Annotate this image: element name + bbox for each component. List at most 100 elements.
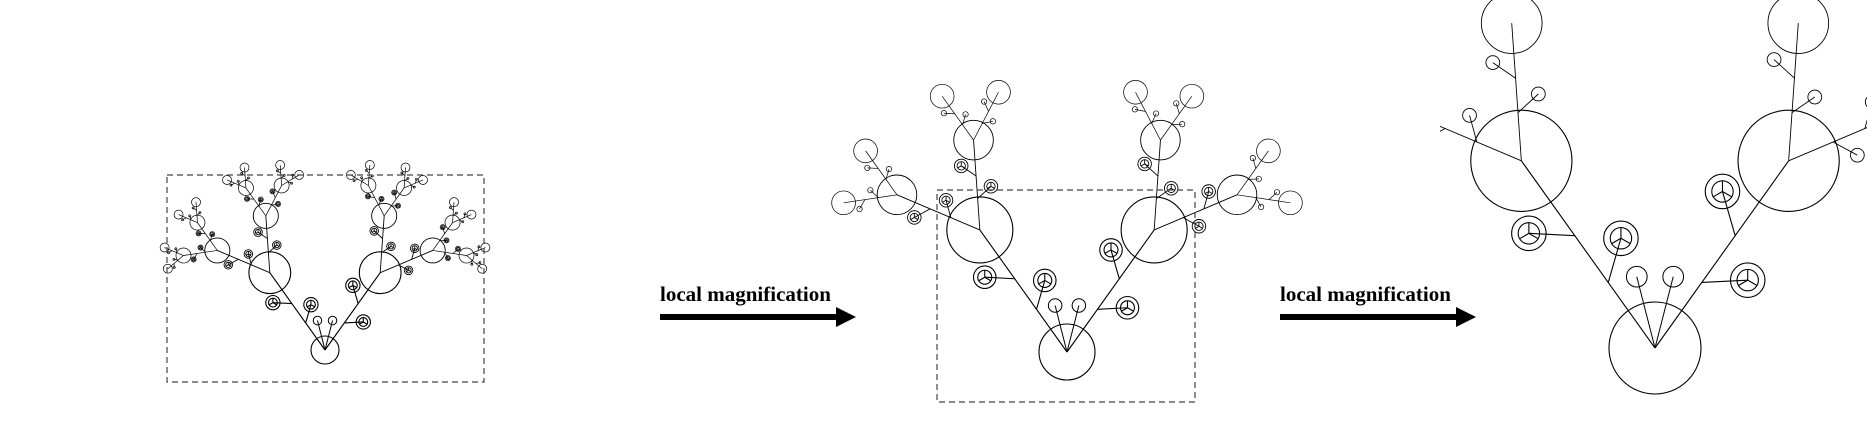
branch-line bbox=[1864, 119, 1867, 129]
node-circle bbox=[1256, 138, 1281, 164]
branch-line bbox=[945, 199, 950, 203]
node-circle bbox=[312, 315, 323, 326]
node-circle bbox=[1511, 215, 1547, 252]
branch-line bbox=[392, 192, 395, 194]
branch-line bbox=[859, 199, 866, 210]
branch-line bbox=[230, 182, 235, 186]
branch-line bbox=[228, 264, 231, 267]
branch-line bbox=[1247, 178, 1259, 180]
branch-line bbox=[373, 230, 377, 233]
branch-line bbox=[477, 246, 480, 251]
right-arrow-icon bbox=[1280, 307, 1476, 327]
node-circle bbox=[986, 80, 1011, 105]
node-circle bbox=[480, 242, 491, 253]
branch-line bbox=[368, 185, 385, 216]
branch-line bbox=[244, 167, 247, 189]
node-circle bbox=[1164, 181, 1179, 196]
branch-line bbox=[350, 174, 369, 186]
branch-line bbox=[414, 247, 418, 251]
branch-line bbox=[865, 150, 898, 196]
magnification-region-box-2 bbox=[936, 189, 1196, 403]
magnified-tree-diagram bbox=[831, 80, 1303, 403]
branch-line bbox=[306, 304, 312, 308]
branch-line bbox=[973, 92, 999, 141]
node-circle bbox=[853, 138, 878, 164]
branch-line bbox=[1791, 96, 1816, 113]
node-circle bbox=[204, 237, 231, 264]
node-circle bbox=[1249, 155, 1256, 162]
node-circle bbox=[198, 211, 202, 215]
node-circle bbox=[415, 177, 418, 181]
branch-line bbox=[1236, 194, 1291, 204]
branch-line bbox=[1607, 238, 1622, 283]
node-circle bbox=[162, 263, 173, 274]
branch-line bbox=[272, 302, 292, 305]
node-circle bbox=[310, 335, 340, 365]
branch-line bbox=[1255, 197, 1262, 208]
branch-line bbox=[247, 253, 252, 266]
branch-line bbox=[941, 95, 974, 141]
branch-line bbox=[1035, 280, 1046, 310]
branch-line bbox=[463, 213, 466, 218]
node-circle bbox=[305, 299, 316, 310]
node-circle bbox=[365, 193, 371, 200]
node-circle bbox=[188, 214, 192, 218]
node-circle bbox=[1179, 121, 1186, 128]
branch-line bbox=[310, 304, 316, 308]
branch-line bbox=[962, 114, 966, 125]
node-circle bbox=[1047, 298, 1063, 313]
branch-line bbox=[276, 244, 280, 247]
branch-line bbox=[961, 165, 966, 169]
node-circle bbox=[470, 262, 474, 266]
branch-line bbox=[1788, 127, 1867, 162]
magnification-region-box bbox=[166, 174, 485, 383]
node-circle bbox=[1480, 0, 1543, 54]
branch-line bbox=[987, 185, 992, 189]
node-circle bbox=[1662, 265, 1685, 288]
branch-line bbox=[1832, 141, 1858, 156]
branch-line bbox=[472, 252, 477, 255]
branch-line bbox=[245, 198, 248, 200]
node-circle bbox=[269, 188, 276, 195]
branch-line bbox=[452, 214, 472, 223]
node-circle bbox=[355, 314, 371, 330]
node-circle bbox=[1736, 268, 1759, 292]
node-circle bbox=[1766, 52, 1782, 67]
branch-line bbox=[1182, 217, 1200, 227]
branch-line bbox=[198, 233, 201, 235]
branch-line bbox=[1721, 191, 1736, 236]
branch-line bbox=[1204, 191, 1209, 194]
branch-line bbox=[1519, 232, 1530, 240]
node-circle bbox=[239, 162, 250, 173]
branch-line bbox=[1144, 163, 1159, 177]
node-circle bbox=[195, 230, 202, 237]
branch-line bbox=[359, 321, 364, 325]
branch-line bbox=[248, 253, 251, 256]
branch-line bbox=[259, 199, 261, 201]
branch-line bbox=[379, 215, 385, 273]
branch-line bbox=[466, 255, 483, 269]
branch-line bbox=[225, 264, 229, 267]
node-circle bbox=[954, 158, 969, 174]
branch-line bbox=[957, 165, 962, 169]
branch-line bbox=[1511, 23, 1522, 161]
node-circle bbox=[831, 190, 856, 216]
branch-line bbox=[272, 191, 275, 193]
branch-line bbox=[896, 194, 981, 231]
branch-line bbox=[271, 203, 279, 206]
branch-line bbox=[258, 199, 262, 207]
node-circle bbox=[345, 277, 361, 294]
branch-line bbox=[193, 207, 197, 211]
branch-line bbox=[175, 248, 178, 253]
node-circle bbox=[1099, 238, 1123, 262]
node-circle bbox=[461, 220, 465, 224]
branch-line bbox=[168, 250, 173, 253]
branch-line bbox=[193, 253, 198, 260]
node-circle bbox=[953, 119, 994, 161]
node-circle bbox=[1603, 220, 1639, 257]
branch-line bbox=[265, 215, 271, 273]
node-circle bbox=[391, 189, 398, 196]
node-circle bbox=[419, 237, 446, 264]
branch-line bbox=[1528, 232, 1539, 240]
branch-line bbox=[324, 320, 334, 351]
